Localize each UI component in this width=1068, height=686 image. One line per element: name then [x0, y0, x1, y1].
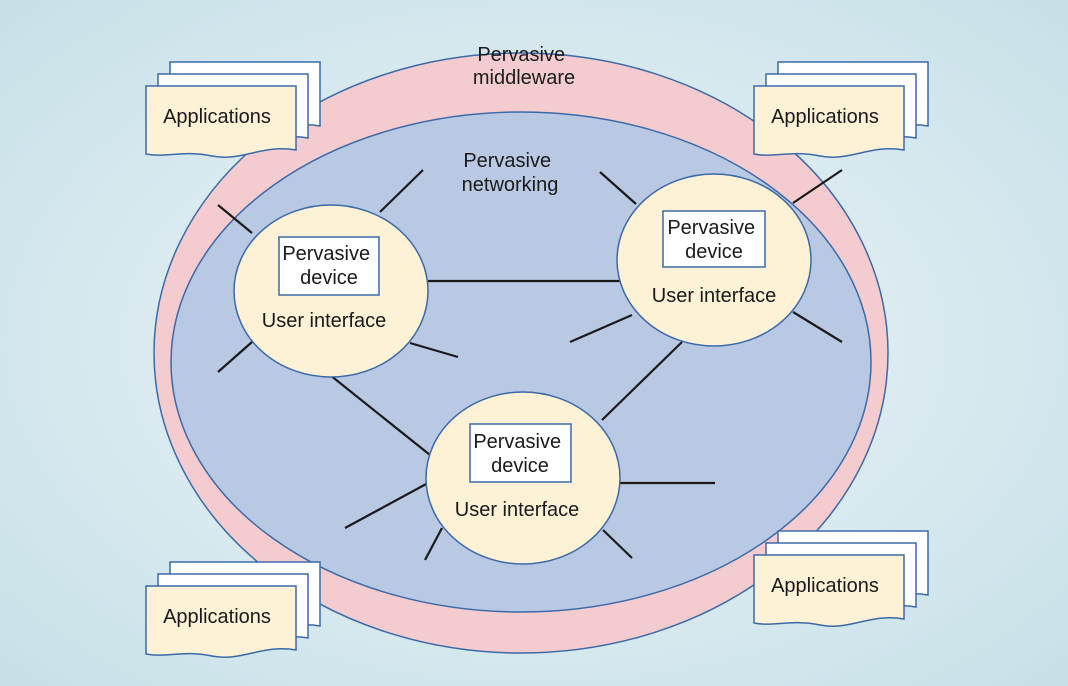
stub: [379, 169, 424, 213]
stub: [217, 341, 253, 373]
stub: [599, 171, 637, 205]
stub: [792, 169, 843, 204]
applications-bottom-right: Applications: [753, 530, 929, 627]
stub: [344, 482, 429, 529]
applications-label: Applications: [163, 606, 271, 628]
link-device-left-to-bottom: [329, 374, 431, 456]
applications-label: Applications: [771, 575, 879, 597]
applications-top-left: Applications: [145, 61, 321, 158]
stub: [569, 313, 633, 344]
doc-page-front: [145, 585, 297, 658]
user-interface-label: User interface: [455, 499, 580, 521]
middleware-label: Pervasive middleware: [473, 44, 575, 89]
device-box: [662, 210, 766, 268]
pervasive-device-bottom: Pervasive device User interface: [425, 391, 621, 565]
doc-page-front: [753, 554, 905, 627]
stub: [424, 527, 443, 561]
applications-top-right: Applications: [753, 61, 929, 158]
device-label: Pervasive device: [282, 243, 375, 289]
stub: [409, 341, 459, 359]
user-interface-label: User interface: [652, 285, 777, 307]
applications-label: Applications: [771, 106, 879, 128]
stub: [792, 311, 843, 343]
pervasive-device-right: Pervasive device User interface: [616, 173, 812, 347]
doc-page-front: [145, 85, 297, 158]
device-box: [469, 423, 572, 483]
stub: [217, 204, 253, 234]
device-box: [278, 236, 380, 296]
link-device-right-to-bottom: [601, 341, 683, 421]
applications-label: Applications: [163, 106, 271, 128]
doc-page-front: [753, 85, 905, 158]
network-links: [217, 169, 843, 561]
stub: [602, 529, 633, 559]
user-interface-label: User interface: [262, 310, 387, 332]
networking-label: Pervasive networking: [462, 150, 559, 196]
device-label: Pervasive device: [667, 217, 760, 263]
pervasive-device-left: Pervasive device User interface: [233, 204, 429, 378]
device-label: Pervasive device: [473, 431, 566, 477]
applications-bottom-left: Applications: [145, 561, 321, 658]
